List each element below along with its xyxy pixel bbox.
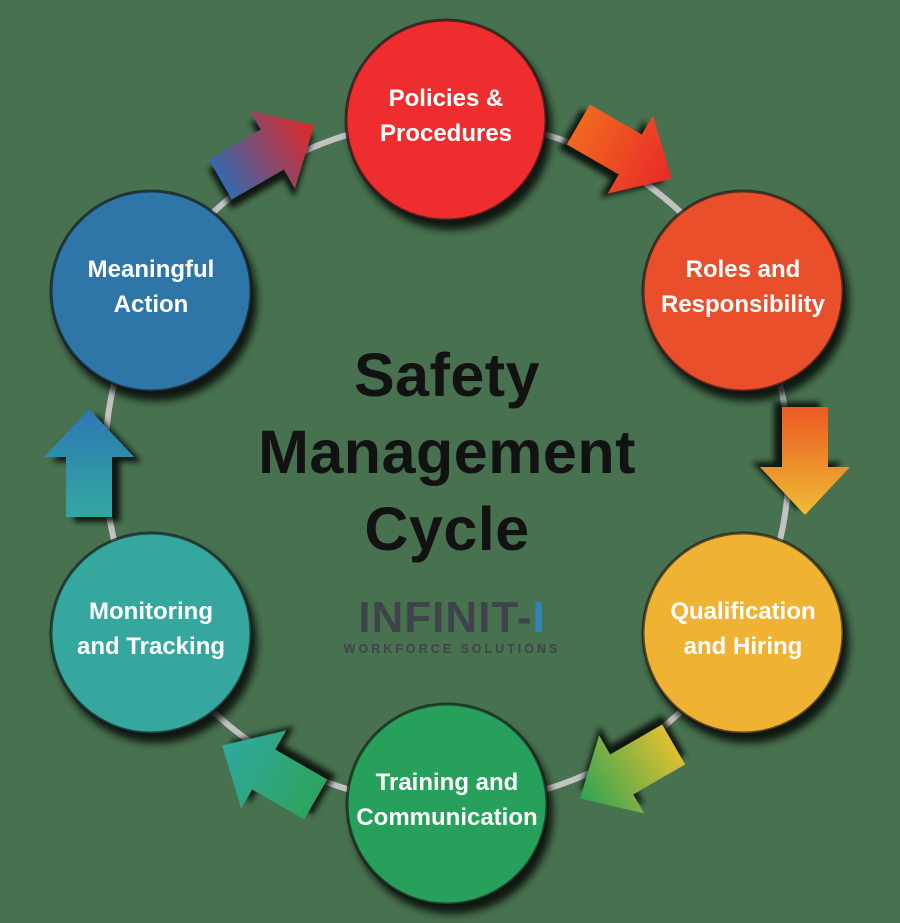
node-training-communication: Training and Communication xyxy=(345,702,549,906)
arrow-training-to-monitoring-icon xyxy=(222,730,328,820)
arrow-qualification-to-training-icon xyxy=(580,724,686,814)
node-monitoring-tracking-label-line1: Monitoring xyxy=(89,598,213,625)
node-monitoring-tracking-circle xyxy=(49,531,253,735)
logo-wordmark: INFINIT-I xyxy=(358,593,545,642)
infinit-i-logo: INFINIT-I WORKFORCE SOLUTIONS xyxy=(344,593,561,656)
node-roles-responsibility-label-line2: Responsibility xyxy=(661,291,826,318)
diagram-title: Safety Management Cycle xyxy=(258,341,636,563)
node-meaningful-action: Meaningful Action xyxy=(49,189,253,393)
node-policies-procedures-circle xyxy=(344,18,548,222)
node-roles-responsibility-circle xyxy=(641,189,845,393)
node-meaningful-action-label-line2: Action xyxy=(114,291,189,318)
node-policies-procedures: Policies & Procedures xyxy=(344,18,548,222)
logo-wordmark-main: INFINIT- xyxy=(358,593,532,642)
node-roles-responsibility: Roles and Responsibility xyxy=(641,189,845,393)
node-policies-procedures-label-line2: Procedures xyxy=(380,120,512,147)
title-line-2: Management xyxy=(258,418,636,486)
arrow-roles-to-qualification-icon xyxy=(760,407,850,515)
node-training-communication-label-line1: Training and xyxy=(376,769,519,796)
node-training-communication-circle xyxy=(345,702,549,906)
logo-wordmark-accent: I xyxy=(532,593,545,642)
node-meaningful-action-label-line1: Meaningful xyxy=(88,256,215,283)
node-training-communication-label-line2: Communication xyxy=(356,804,537,831)
node-qualification-hiring-label-line1: Qualification xyxy=(670,598,815,625)
node-monitoring-tracking-label-line2: and Tracking xyxy=(77,633,225,660)
arrow-meaningful-to-policies-icon xyxy=(208,110,314,200)
title-line-3: Cycle xyxy=(364,495,529,563)
node-monitoring-tracking: Monitoring and Tracking xyxy=(49,531,253,735)
node-meaningful-action-circle xyxy=(49,189,253,393)
arrow-policies-to-roles-icon xyxy=(566,104,672,194)
arrow-monitoring-to-meaningful-icon xyxy=(44,409,134,517)
node-qualification-hiring: Qualification and Hiring xyxy=(641,531,845,735)
node-policies-procedures-label-line1: Policies & xyxy=(389,85,504,112)
node-qualification-hiring-label-line2: and Hiring xyxy=(684,633,803,660)
node-qualification-hiring-circle xyxy=(641,531,845,735)
logo-tagline: WORKFORCE SOLUTIONS xyxy=(344,642,561,656)
node-roles-responsibility-label-line1: Roles and xyxy=(686,256,801,283)
title-line-1: Safety xyxy=(354,341,540,409)
